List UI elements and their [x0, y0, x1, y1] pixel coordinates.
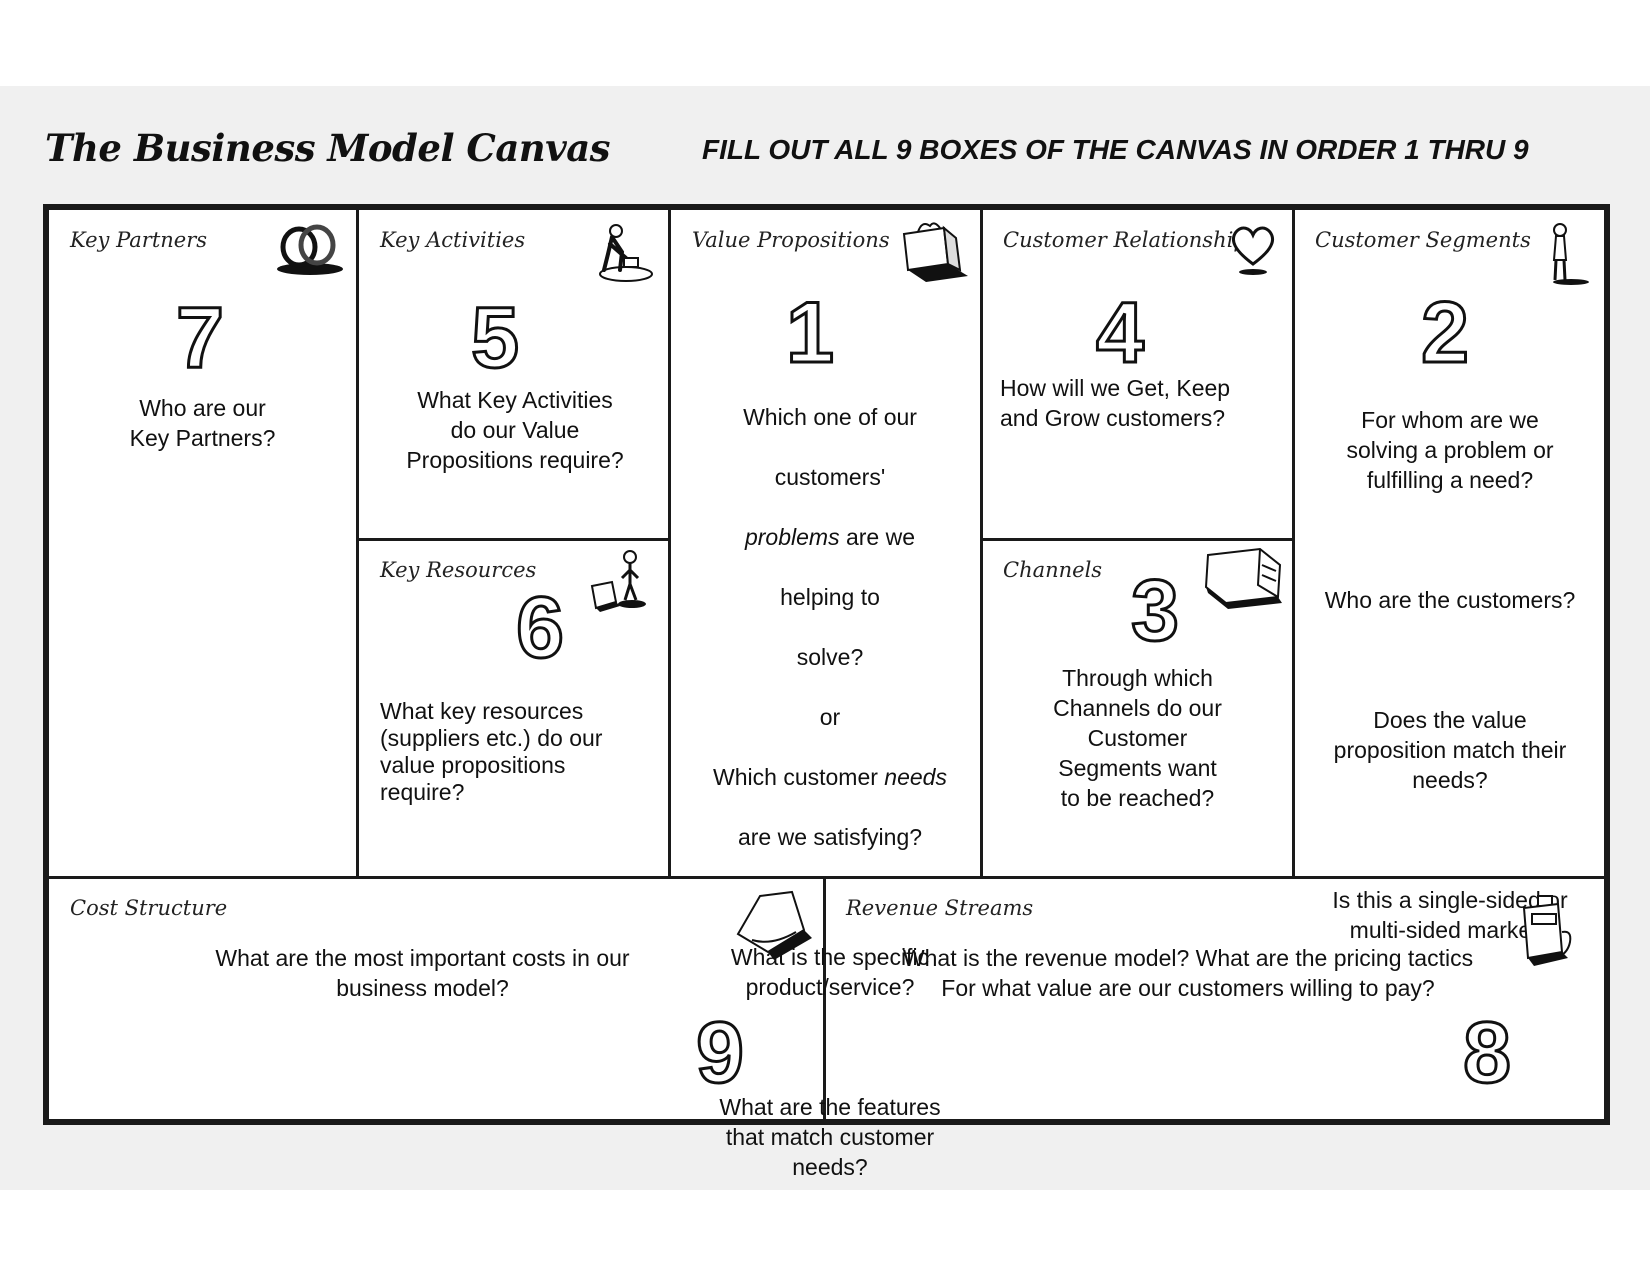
vp-emphasis-needs: needs	[884, 764, 947, 790]
divider	[668, 210, 671, 877]
divider	[356, 210, 359, 877]
vp-emphasis-problems: problems	[744, 524, 840, 550]
divider	[980, 538, 1295, 541]
standing-person-icon	[1545, 222, 1591, 288]
linked-rings-icon	[272, 220, 348, 278]
worker-icon	[594, 222, 654, 284]
person-with-crate-icon	[586, 548, 652, 612]
key-resources-title: Key Resources	[380, 558, 537, 582]
step-number-3: 3	[1130, 563, 1181, 659]
divider	[980, 210, 983, 877]
vp-line: Which customer needs	[680, 762, 980, 792]
customer-relationships-title: Customer Relationships	[1003, 228, 1258, 252]
key-activities-title: Key Activities	[380, 228, 526, 252]
revenue-streams-title: Revenue Streams	[846, 896, 1034, 920]
heart-icon	[1228, 222, 1278, 276]
value-propositions-question: Which one of our customers' problems are…	[680, 372, 980, 1212]
divider	[49, 876, 1604, 879]
divider	[823, 876, 826, 1119]
step-number-4: 4	[1095, 285, 1146, 381]
customer-relationships-question: How will we Get, Keep and Grow customers…	[1000, 375, 1231, 431]
vp-line: helping to	[780, 584, 880, 610]
step-number-9: 9	[695, 1005, 746, 1101]
step-number-2: 2	[1420, 285, 1471, 381]
vp-line: Which one of our	[743, 404, 917, 430]
vp-question-3: What is the specific product/service?	[730, 944, 930, 1000]
value-propositions-title: Value Propositions	[692, 228, 890, 252]
cost-structure-question: What are the most important costs in our…	[215, 945, 630, 1001]
vp-line: solve?	[796, 644, 864, 670]
channels-question: Through which Channels do our Customer S…	[1053, 665, 1222, 811]
vp-line-rest: are we	[839, 524, 916, 550]
step-number-7: 7	[175, 290, 226, 386]
delivery-truck-icon	[1204, 545, 1284, 611]
step-number-6: 6	[515, 580, 566, 676]
step-number-5: 5	[470, 290, 521, 386]
step-number-1: 1	[775, 289, 845, 378]
divider	[356, 538, 671, 541]
customer-segments-question: For whom are we solving a problem or ful…	[1300, 375, 1600, 975]
key-partners-title: Key Partners	[70, 228, 208, 252]
gift-bag-icon	[900, 218, 972, 282]
key-partners-question: Who are our Key Partners?	[129, 395, 276, 451]
step-number-8: 8	[1462, 1005, 1513, 1101]
divider	[1292, 210, 1295, 877]
cs-question-3: Does the value proposition match their n…	[1333, 707, 1567, 793]
canvas-frame	[43, 204, 1610, 1125]
instruction-heading: FILL OUT ALL 9 BOXES OF THE CANVAS IN OR…	[702, 134, 1529, 165]
cs-question-2: Who are the customers?	[1324, 587, 1576, 613]
channels-title: Channels	[1003, 558, 1103, 582]
vp-or: or	[819, 704, 841, 730]
vp-line: customers'	[774, 464, 886, 490]
vp-question-4: What are the features that match custome…	[719, 1094, 941, 1180]
page-title: The Business Model Canvas	[45, 126, 611, 170]
revenue-streams-question: What is the revenue model? What are the …	[902, 945, 1474, 1001]
cash-register-icon	[1518, 892, 1578, 976]
vp-line: are we satisfying?	[737, 824, 923, 850]
cost-structure-title: Cost Structure	[70, 896, 228, 920]
vp-line-pre: Which customer	[713, 764, 885, 790]
vp-line: problems are we	[680, 522, 980, 552]
price-tag-icon	[732, 890, 814, 960]
key-activities-question: What Key Activities do our Value Proposi…	[406, 387, 624, 473]
step-number-1-digit: 1	[785, 285, 836, 381]
customer-segments-title: Customer Segments	[1315, 228, 1531, 252]
cs-question-1: For whom are we solving a problem or ful…	[1346, 407, 1554, 493]
key-resources-question: What key resources (suppliers etc.) do o…	[380, 698, 603, 805]
